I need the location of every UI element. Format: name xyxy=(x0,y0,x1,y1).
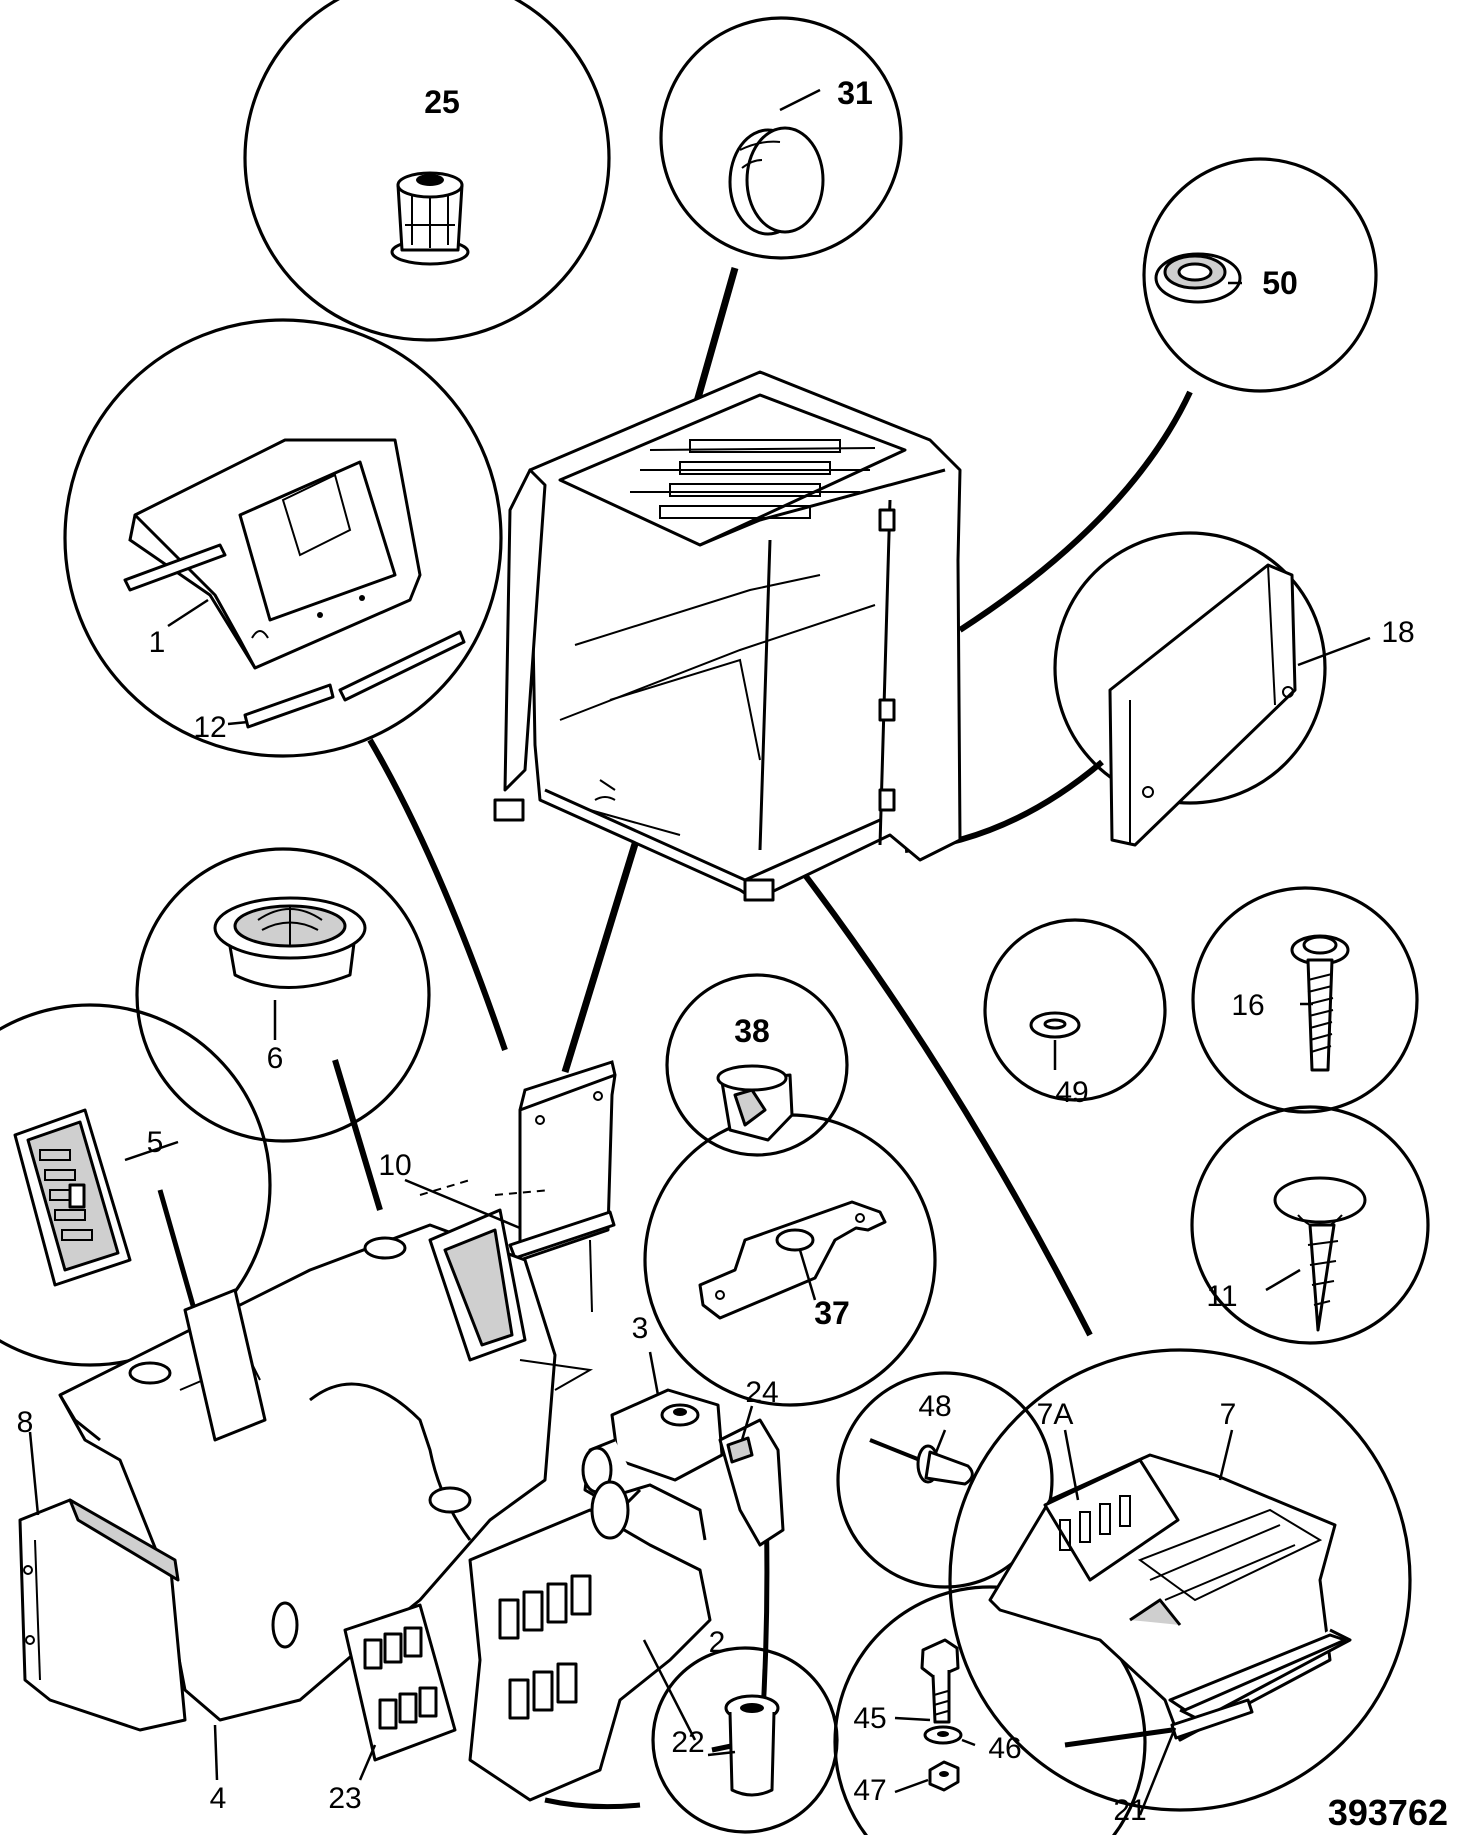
circle-38 xyxy=(665,973,849,1157)
part-2-shroud xyxy=(468,1480,712,1802)
label-46: 46 xyxy=(988,1732,1021,1765)
label-37: 37 xyxy=(814,1295,850,1331)
label-25: 25 xyxy=(424,84,460,120)
part-5-panel xyxy=(13,1108,132,1287)
part-25-clip xyxy=(390,171,470,266)
part-45-bolt xyxy=(920,1638,960,1724)
label-22: 22 xyxy=(671,1726,704,1759)
part-10-bracket xyxy=(508,1060,617,1313)
label-8: 8 xyxy=(17,1406,34,1439)
part-47-nut xyxy=(928,1760,960,1792)
part-16-bolt xyxy=(1290,934,1350,1072)
label-2: 2 xyxy=(709,1626,726,1659)
label-47: 47 xyxy=(853,1774,886,1807)
reference-number: 393762 xyxy=(1328,1792,1448,1833)
label-5: 5 xyxy=(147,1126,164,1159)
part-38-clip xyxy=(716,1064,794,1142)
part-49-washer xyxy=(1029,1011,1081,1039)
label-31: 31 xyxy=(837,75,873,111)
part-labels: 25 31 50 1 12 18 6 16 49 38 5 10 11 37 3… xyxy=(17,75,1448,1833)
part-23-plate xyxy=(343,1603,457,1762)
part-8-trim xyxy=(18,1498,187,1732)
part-11-rivet xyxy=(1273,1176,1367,1332)
label-49: 49 xyxy=(1055,1076,1088,1109)
part-6-vent xyxy=(213,896,367,989)
circle-7 xyxy=(948,1348,1412,1812)
circle-22 xyxy=(651,1646,839,1834)
part-1-console xyxy=(123,438,466,729)
label-leaders xyxy=(28,88,1371,1816)
label-38: 38 xyxy=(734,1013,770,1049)
label-18: 18 xyxy=(1381,616,1414,649)
part-4-console xyxy=(58,1179,594,1722)
part-31-plug xyxy=(728,126,825,236)
circle-1-12 xyxy=(63,318,503,758)
label-6: 6 xyxy=(267,1042,284,1075)
label-16: 16 xyxy=(1231,989,1264,1022)
circle-31 xyxy=(659,16,903,260)
label-10: 10 xyxy=(378,1149,411,1182)
part-46-washer xyxy=(923,1725,963,1745)
part-50-grommet xyxy=(1154,252,1242,304)
label-48: 48 xyxy=(918,1390,951,1423)
circle-48 xyxy=(836,1371,1054,1589)
part-22-insert xyxy=(724,1694,780,1797)
label-11: 11 xyxy=(1206,1280,1237,1313)
circle-18 xyxy=(1053,531,1327,805)
part-24-bracket xyxy=(718,1418,785,1547)
label-1: 1 xyxy=(149,626,166,659)
label-7: 7 xyxy=(1220,1398,1237,1431)
label-12: 12 xyxy=(193,711,226,744)
circle-5 xyxy=(0,1003,272,1367)
circle-11 xyxy=(1190,1105,1430,1345)
part-21-strip xyxy=(1168,1633,1347,1740)
part-7-tray xyxy=(988,1453,1352,1742)
part-18-panel xyxy=(1108,563,1297,847)
circle-16 xyxy=(1191,886,1419,1114)
label-7A: 7A xyxy=(1037,1398,1074,1431)
label-21: 21 xyxy=(1113,1794,1146,1827)
part-48-rivet xyxy=(869,1438,974,1486)
label-50: 50 xyxy=(1262,265,1298,301)
label-45: 45 xyxy=(853,1702,886,1735)
circle-49 xyxy=(983,918,1167,1102)
label-24: 24 xyxy=(745,1376,778,1409)
label-3: 3 xyxy=(632,1312,649,1345)
circle-25 xyxy=(243,0,611,342)
circle-6 xyxy=(135,847,431,1143)
circle-50 xyxy=(1142,157,1378,393)
cab-frame xyxy=(493,370,962,902)
label-4: 4 xyxy=(210,1782,227,1815)
label-23: 23 xyxy=(328,1782,361,1815)
part-37-bracket xyxy=(698,1200,887,1320)
circle-45-47 xyxy=(833,1585,1147,1835)
